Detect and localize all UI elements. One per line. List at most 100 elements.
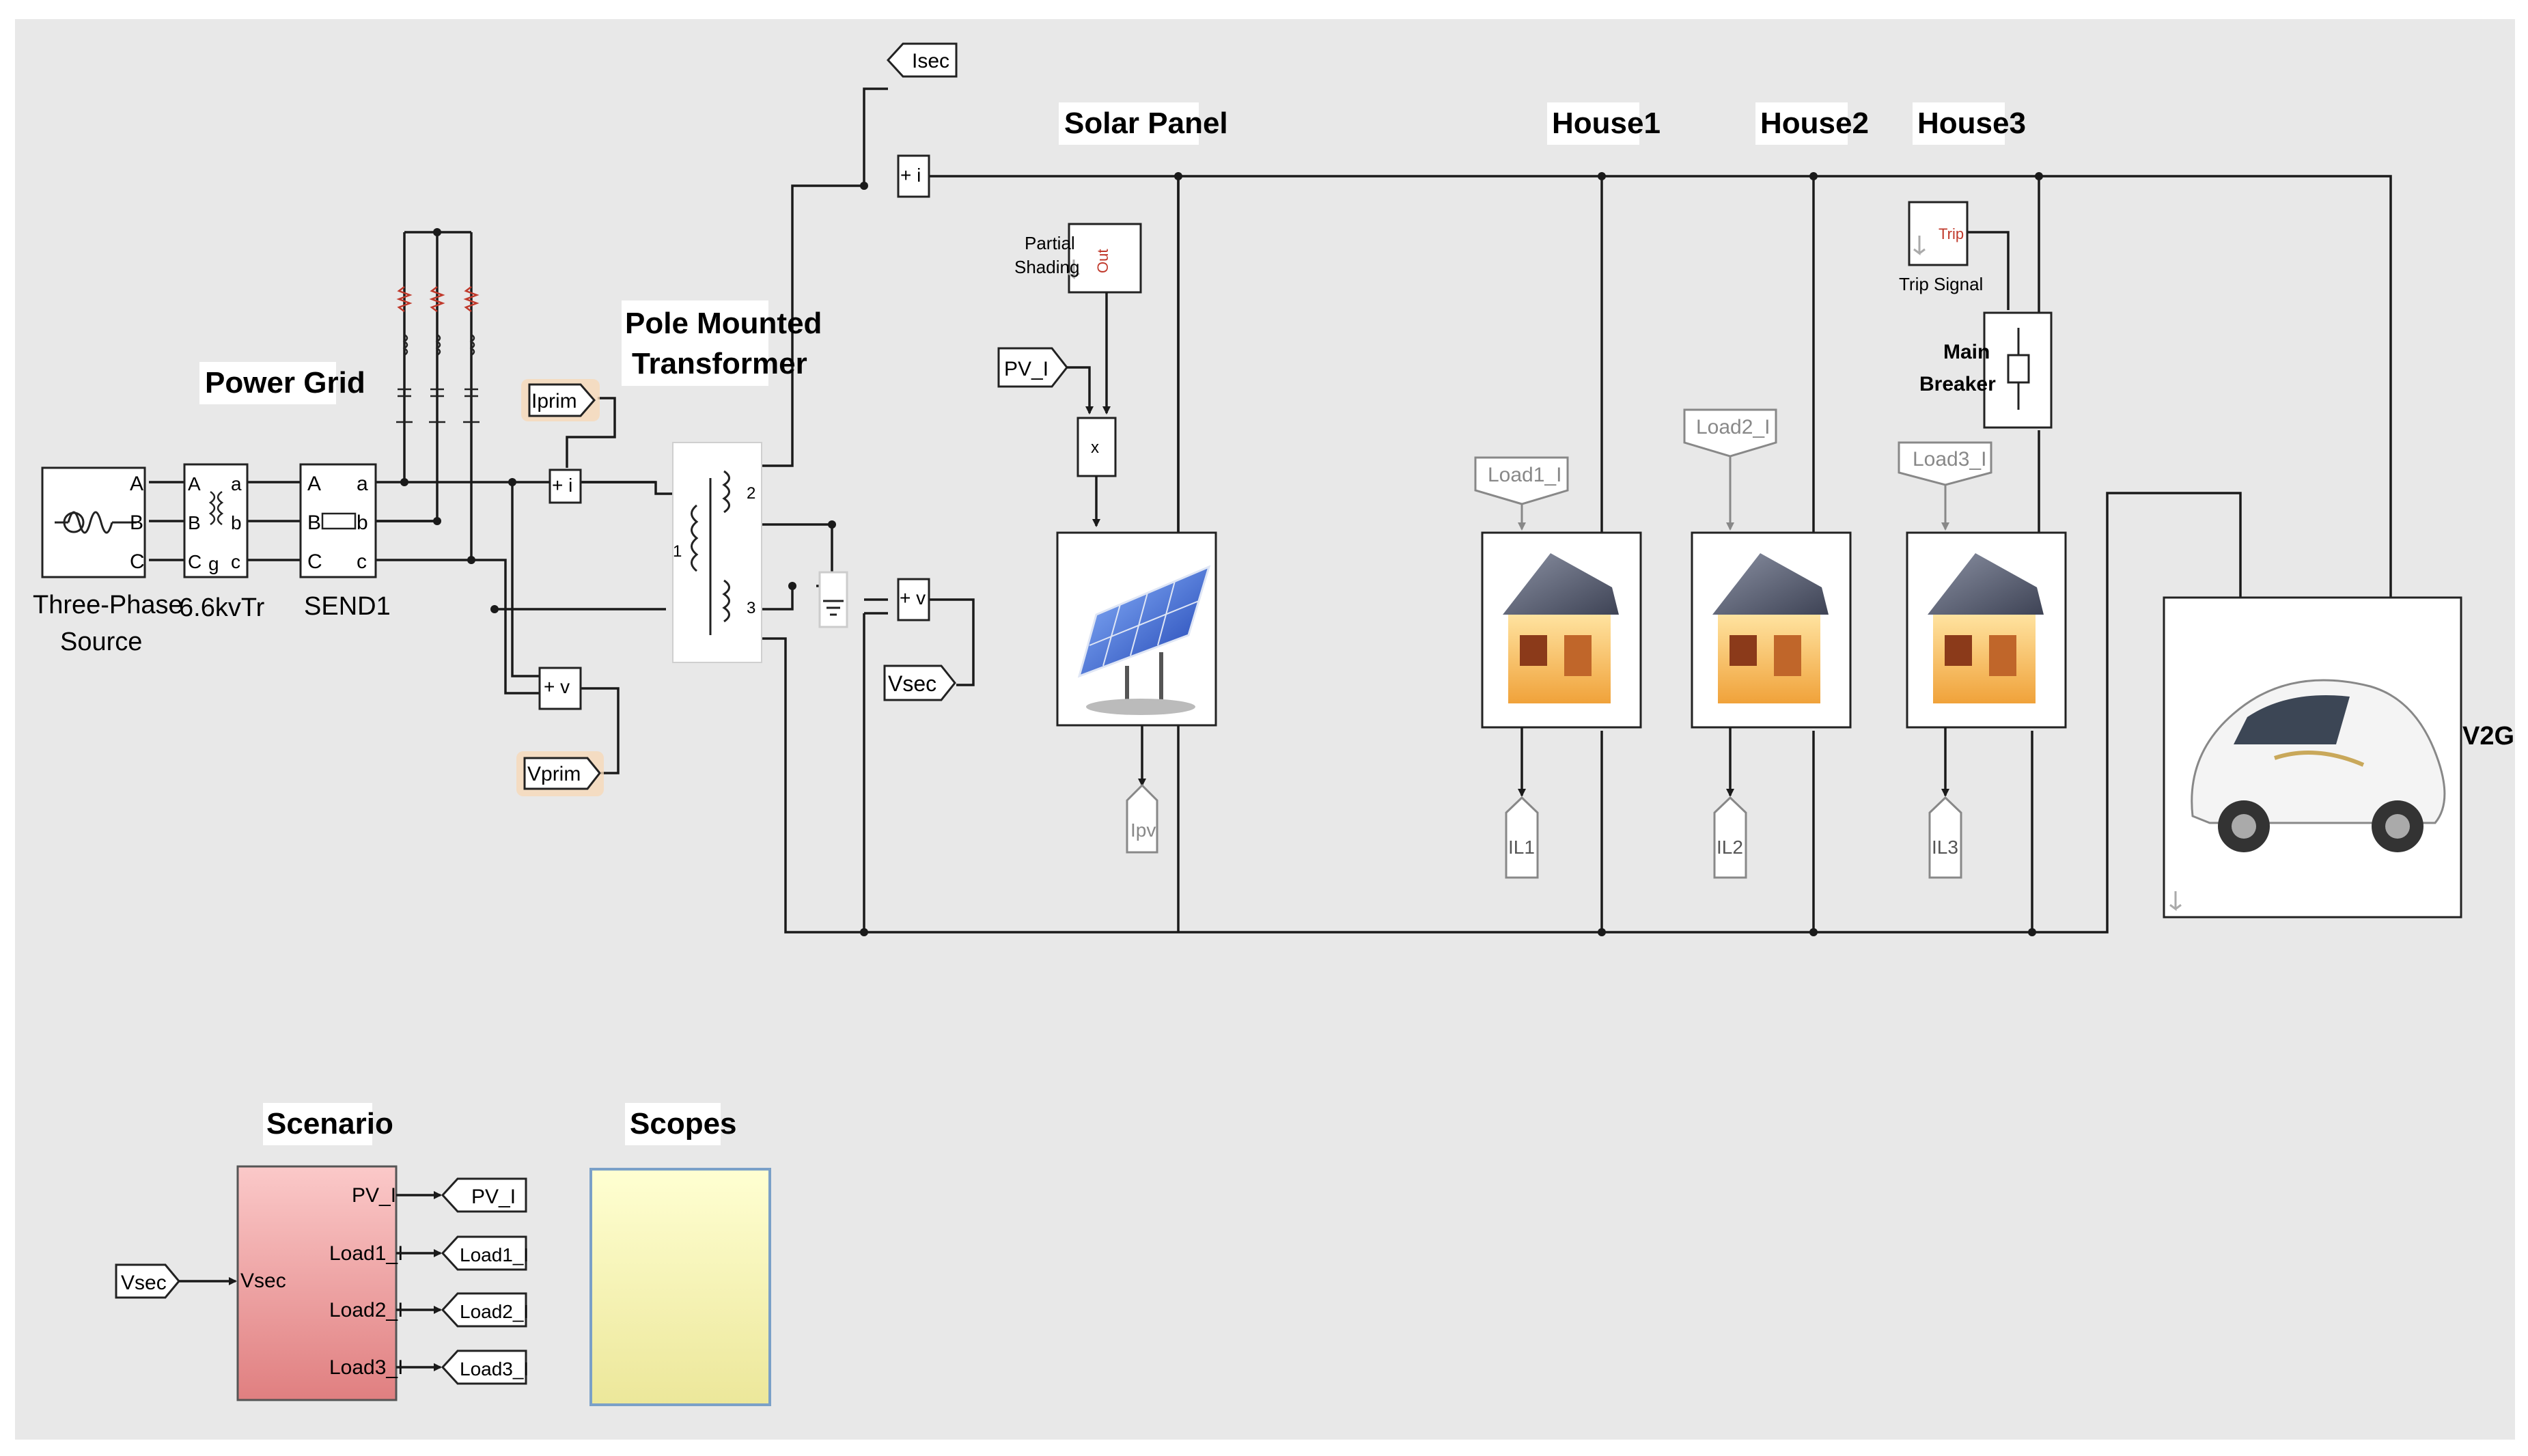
load1-goto-tag[interactable]: Load1_I [441,1235,529,1271]
transformer-6-6kv-block[interactable]: A B C a b c g [183,463,249,578]
v2g-block[interactable] [2163,596,2462,919]
il2-goto-tag[interactable]: IL2 [1713,796,1747,879]
house-icon [1503,553,1619,703]
transformer-coils-icon [691,470,730,635]
trip-signal-label: Trip Signal [1899,274,1983,294]
scenario-output-wires [396,1191,442,1371]
tr-port-A: A [188,473,201,494]
trip-signal-block[interactable]: Trip [1908,201,1969,266]
vsec-from-label: Vsec [121,1272,167,1294]
heading-scopes: Scopes [630,1107,737,1140]
tr-port-g: g [208,553,219,574]
tr-port-b: b [231,512,242,533]
send-port-B: B [307,512,321,534]
down-arrow-icon [1068,260,1080,279]
voltmeter-label: + v [544,676,570,697]
sec-voltmeter-label: + v [900,587,926,608]
heading-solar-panel: Solar Panel [1064,107,1228,140]
house1-block[interactable] [1481,531,1642,729]
iprim-tag-label: Iprim [531,390,577,412]
headings: Power Grid Pole Mounted Transformer Sola… [199,102,2026,1145]
il2-tag-label: IL2 [1717,837,1743,858]
load3-goto-label: Load3_I [460,1358,529,1380]
send-port-c: c [357,550,367,573]
source-label-line1: Three-Phase [33,591,183,619]
send-label: SEND1 [304,592,391,621]
il3-goto-tag[interactable]: IL3 [1928,796,1962,879]
winding-1-label: 1 [673,542,682,561]
heading-transformer: Transformer [632,347,807,380]
solar-panel-block[interactable] [1056,531,1217,727]
load1-tag-label: Load1_I [1488,464,1561,486]
down-arrow-icon [1913,236,1926,255]
house2-block[interactable] [1691,531,1852,729]
ipv-goto-tag[interactable]: Ipv [1126,783,1158,854]
multiply-label: x [1091,438,1099,457]
vsec-from-tag[interactable]: Vsec [115,1263,180,1299]
vprim-tag-label: Vprim [527,763,581,785]
il1-goto-tag[interactable]: IL1 [1505,796,1539,879]
iprim-goto-tag[interactable]: Iprim [521,379,600,421]
ground-icon [818,571,848,628]
rlc-load-branches[interactable] [396,286,480,423]
heading-house2: House2 [1760,107,1869,140]
partial-shading-block[interactable]: Out [1068,223,1142,294]
scenario-block[interactable]: Vsec PV_I Load1_I Load2_I Load3_I [236,1165,403,1401]
send1-block[interactable]: A B C a b c [299,463,377,578]
tr-port-C: C [188,551,202,572]
three-phase-source-block[interactable]: A B C [41,466,146,578]
primary-ammeter-block[interactable]: + i [548,468,582,504]
pole-mounted-transformer-block[interactable]: 1 2 3 [672,442,762,663]
vprim-goto-tag[interactable]: Vprim [516,751,604,796]
send-port-C: C [307,550,322,573]
send-port-A: A [307,473,321,495]
load-signal-wires [1518,456,1949,531]
multiply-block[interactable]: x [1077,417,1117,477]
secondary-voltmeter-block[interactable]: + v [897,578,930,621]
vsec-goto-tag[interactable]: Vsec [883,664,956,701]
load2-from-tag[interactable]: Load2_I [1683,408,1777,458]
pv-i-goto-tag[interactable]: PV_I [441,1177,527,1213]
load2-tag-label: Load2_I [1696,416,1770,438]
secondary-ammeter-block[interactable]: + i [897,154,930,198]
trip-label: Trip [1939,225,1964,242]
load3-from-tag[interactable]: Load3_I [1898,441,1992,486]
heading-scenario: Scenario [266,1107,393,1140]
port-B-label: B [130,512,143,534]
out-label: Out [1094,249,1111,273]
scopes-block[interactable] [589,1168,771,1406]
main-breaker-block[interactable] [1983,311,2053,429]
main-breaker-label-1: Main [1943,341,1990,363]
heading-pole-mounted: Pole Mounted [625,307,822,340]
house-icon [1928,553,2044,703]
load2-goto-tag[interactable]: Load2_I [441,1292,529,1328]
isec-tag-label: Isec [912,50,949,72]
source-label-line2: Source [60,628,142,656]
tr-port-B: B [188,512,201,533]
load3-tag-label: Load3_I [1913,448,1986,471]
load3-goto-tag[interactable]: Load3_I [441,1349,529,1385]
pv-i-from-tag[interactable]: PV_I [997,347,1068,388]
isec-goto-tag[interactable]: Isec [886,42,958,78]
scenario-input-label: Vsec [240,1270,286,1292]
il1-tag-label: IL1 [1508,837,1535,858]
winding-2-label: 2 [747,484,755,503]
heading-house1: House1 [1552,107,1661,140]
sec-ammeter-label: + i [900,165,921,186]
port-C-label: C [130,550,145,573]
junctions [400,172,2043,936]
load2-goto-label: Load2_I [460,1301,529,1322]
transformer-label: 6.6kvTr [179,593,265,622]
solar-panel-icon [1077,565,1211,715]
electric-car-icon [2191,679,2446,852]
coil-icon [208,490,224,526]
winding-3-label: 3 [747,599,755,617]
house3-block[interactable] [1906,531,2067,729]
house-icon [1712,553,1829,703]
primary-voltmeter-block[interactable]: + v [538,667,582,710]
load1-from-tag[interactable]: Load1_I [1474,456,1569,505]
breaker-switch-icon [2007,328,2030,410]
v2g-label: V2G [2462,722,2514,751]
heading-power-grid: Power Grid [205,366,365,400]
